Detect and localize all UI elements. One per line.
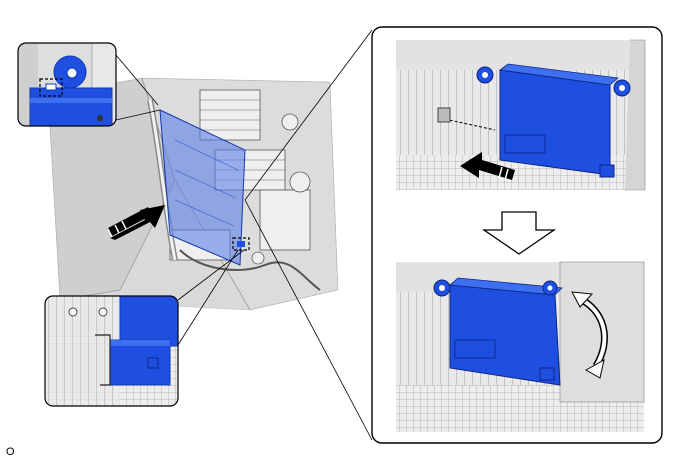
curved-rotate-arrow-icon	[571, 291, 608, 379]
inset-top-left	[17, 42, 117, 127]
ecu-module-upper	[499, 69, 611, 176]
push-arrow-icon	[107, 205, 165, 240]
step-view-lower	[396, 261, 645, 432]
inset-bottom-left	[44, 295, 179, 407]
leader-lines	[115, 29, 373, 441]
push-arrow-upper-icon	[460, 152, 515, 181]
right-panel	[371, 26, 663, 444]
translucent-module	[159, 109, 246, 266]
reference-code: O	[6, 446, 15, 458]
step-view-upper	[396, 39, 646, 191]
detail-mark-bottom	[232, 237, 250, 251]
main-view	[48, 78, 338, 310]
hollow-down-arrow-icon	[481, 211, 557, 255]
